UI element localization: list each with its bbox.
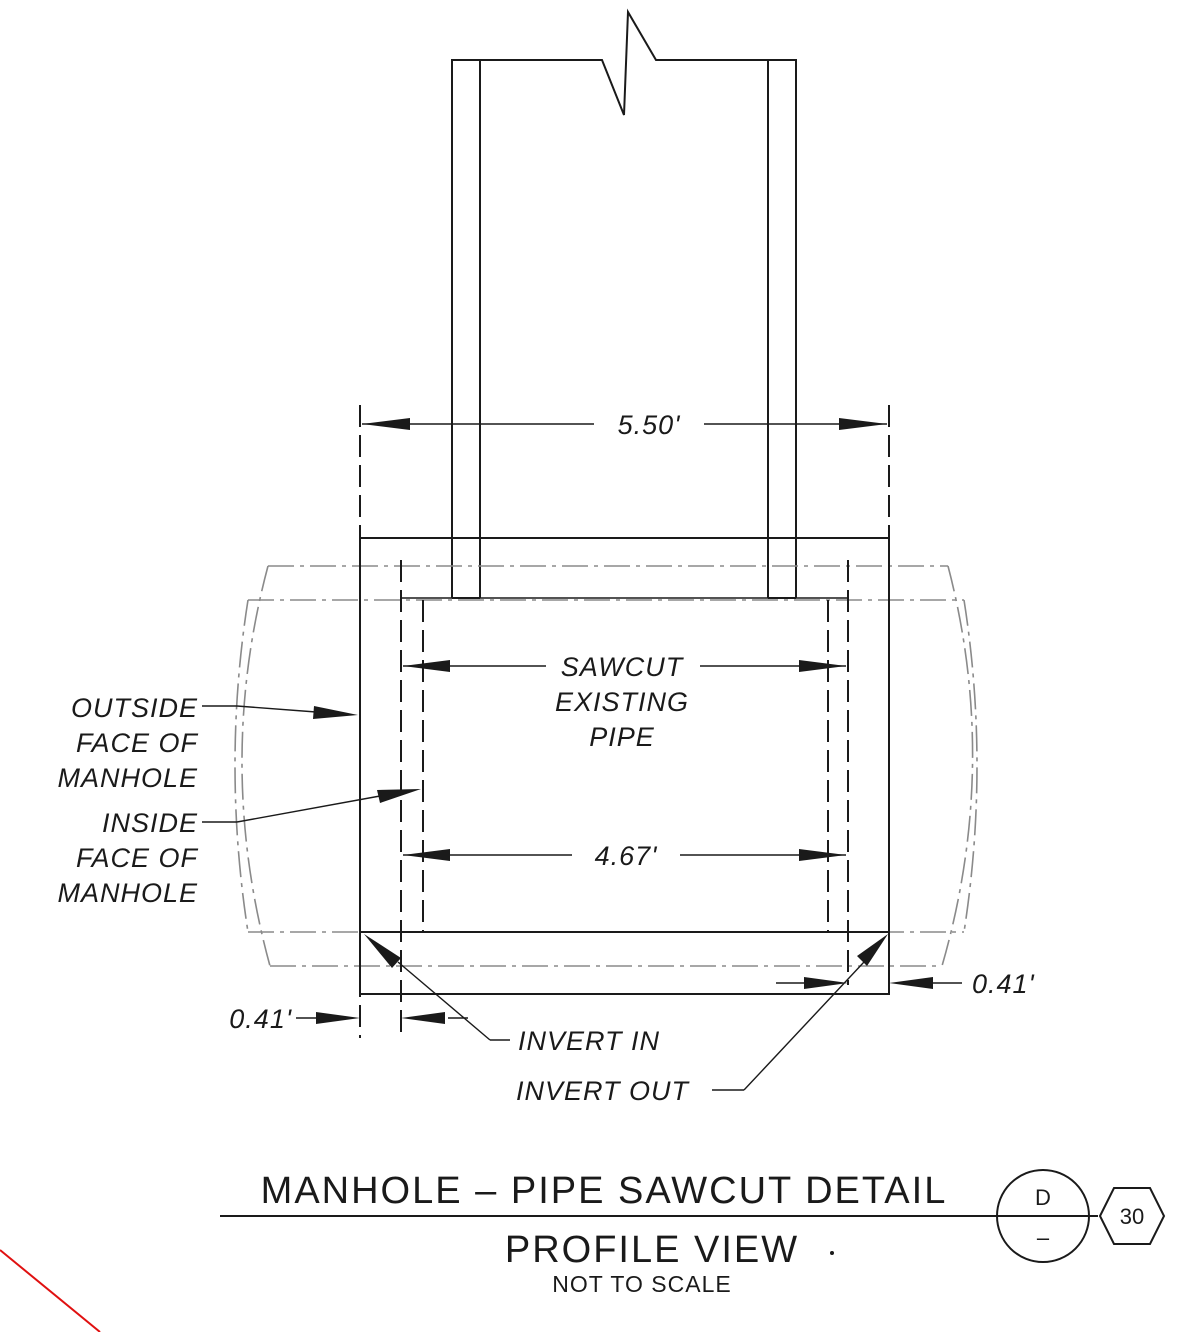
title-block: MANHOLE – PIPE SAWCUT DETAIL PROFILE VIE… <box>220 1170 1098 1297</box>
invert-out-callout: INVERT OUT <box>516 934 888 1106</box>
outside-face-label-line2: FACE OF <box>76 728 199 758</box>
manhole-base <box>359 537 890 995</box>
sawcut-label-line1: SAWCUT <box>561 652 685 682</box>
invert-in-callout: INVERT IN <box>364 934 660 1056</box>
outside-face-label-line3: MANHOLE <box>57 763 198 793</box>
sheet-hexagon <box>1098 1187 1166 1245</box>
dimension-wall-left-label: 0.41' <box>229 1004 292 1034</box>
red-markup-line <box>0 1249 101 1332</box>
arrowhead <box>889 977 933 989</box>
arrowhead <box>799 660 846 672</box>
inside-face-label-line2: FACE OF <box>76 843 199 873</box>
dimension-inner-width: 4.67' <box>403 841 846 871</box>
arrowhead <box>403 849 450 861</box>
outside-face-label-line1: OUTSIDE <box>71 693 198 723</box>
arrowhead <box>839 418 887 430</box>
inside-face-label-line3: MANHOLE <box>57 878 198 908</box>
arrowhead <box>364 934 401 968</box>
scale-note: NOT TO SCALE <box>552 1271 731 1297</box>
dimension-wall-right: 0.41' <box>776 969 1035 999</box>
arrowhead <box>804 977 848 989</box>
dimension-inner-width-label: 4.67' <box>595 841 658 871</box>
dimension-wall-right-label: 0.41' <box>972 969 1035 999</box>
invert-in-label: INVERT IN <box>518 1026 660 1056</box>
sheet-number: 30 <box>1120 1204 1144 1229</box>
detail-bubble: D – 30 <box>996 1169 1166 1263</box>
sawcut-label-line2: EXISTING <box>555 687 689 717</box>
view-title: PROFILE VIEW <box>505 1229 799 1271</box>
inside-face-label-line1: INSIDE <box>102 808 198 838</box>
manhole-walls <box>359 405 890 1038</box>
manhole-riser <box>451 8 797 599</box>
inside-face-callout: INSIDE FACE OF MANHOLE <box>57 789 421 908</box>
outside-face-callout: OUTSIDE FACE OF MANHOLE <box>57 693 358 793</box>
speck <box>830 1251 834 1255</box>
detail-letter: D <box>1035 1185 1051 1210</box>
arrowhead <box>857 934 888 966</box>
sawcut-callout: SAWCUT EXISTING PIPE <box>403 652 846 752</box>
dimension-wall-left: 0.41' <box>229 1004 468 1034</box>
existing-pipe-hidden <box>234 565 978 967</box>
detail-title: MANHOLE – PIPE SAWCUT DETAIL <box>261 1170 948 1212</box>
arrowhead <box>799 849 846 861</box>
arrowhead <box>313 706 358 719</box>
arrowhead <box>401 1012 445 1024</box>
arrowhead <box>316 1012 360 1024</box>
sawcut-label-line3: PIPE <box>589 722 655 752</box>
arrowhead <box>377 789 421 803</box>
arrowhead <box>403 660 450 672</box>
dimension-outer-width: 5.50' <box>362 410 887 440</box>
detail-sheet-ref: – <box>1037 1225 1050 1250</box>
invert-out-label: INVERT OUT <box>516 1076 691 1106</box>
dimension-outer-width-label: 5.50' <box>618 410 681 440</box>
arrowhead <box>362 418 410 430</box>
